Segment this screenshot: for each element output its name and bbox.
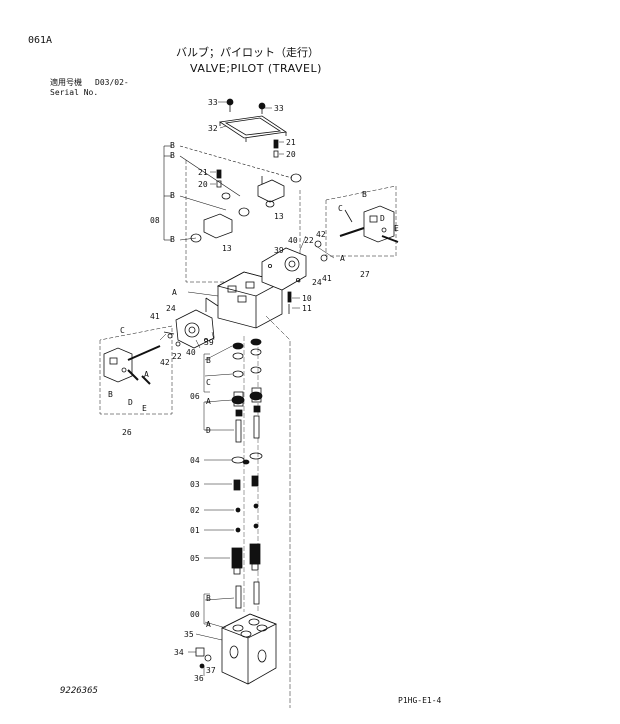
callout-13: 13 <box>222 244 232 253</box>
callout-02: 02 <box>190 506 200 515</box>
group-08-bracket <box>163 145 293 241</box>
callout-b: B <box>170 151 175 160</box>
callout-21: 21 <box>286 138 296 147</box>
label-brackets <box>203 353 210 625</box>
title-japanese: バルブ；パイロット（走行） <box>176 46 319 59</box>
spacers-02 <box>235 503 259 513</box>
leader-lines <box>159 101 335 676</box>
springs-03 <box>233 475 259 491</box>
side-cover-39-left <box>163 309 215 349</box>
callout-41: 41 <box>150 312 160 321</box>
callout-d: D <box>206 426 211 435</box>
callout-33: 33 <box>274 104 284 113</box>
callout-b: B <box>170 191 175 200</box>
reference-code: P1HG-E1-4 <box>398 696 442 705</box>
callout-42: 42 <box>160 358 170 367</box>
serial-label: Serial No. <box>50 88 99 97</box>
callout-c: C <box>206 378 211 387</box>
page-code: 061A <box>28 35 53 46</box>
callout-27: 27 <box>360 270 370 279</box>
callout-40: 40 <box>288 236 298 245</box>
callout-d: D <box>128 398 133 407</box>
callout-b: B <box>206 356 211 365</box>
callout-41: 41 <box>322 274 332 283</box>
callout-a: A <box>144 370 149 379</box>
part-stack-06 <box>231 338 263 443</box>
spacers-01 <box>235 523 259 533</box>
callout-01: 01 <box>190 526 200 535</box>
callout-26: 26 <box>122 428 132 437</box>
applicable-value: D03/02- <box>95 78 129 87</box>
plug-34-37 <box>195 647 212 669</box>
callout-b: B <box>170 141 175 150</box>
callout-b: B <box>206 594 211 603</box>
cover-plate-32 <box>218 115 288 142</box>
callout-22: 22 <box>172 352 182 361</box>
pin-21-20-right <box>273 139 279 158</box>
side-cover-39-right <box>261 247 307 291</box>
callout-13: 13 <box>274 212 284 221</box>
callout-c: C <box>338 204 343 213</box>
callout-05: 05 <box>190 554 200 563</box>
callout-d: D <box>380 214 385 223</box>
callout-39: 39 <box>204 338 214 347</box>
callout-20: 20 <box>198 180 208 189</box>
spools-00 <box>235 581 260 609</box>
bracket-27 <box>314 205 399 262</box>
callout-b: B <box>170 235 175 244</box>
drawing-number: 9226365 <box>60 686 98 696</box>
callout-39: 39 <box>274 246 284 255</box>
callout-24: 24 <box>312 278 322 287</box>
callout-08: 08 <box>150 216 160 225</box>
washers-04 <box>231 452 263 465</box>
pin-21-20-left <box>216 169 222 188</box>
screw-33-right <box>258 102 266 114</box>
callout-32: 32 <box>208 124 218 133</box>
callout-20: 20 <box>286 150 296 159</box>
cam-13-upper <box>257 173 302 208</box>
callout-a: A <box>206 620 211 629</box>
callout-40: 40 <box>186 348 196 357</box>
callout-a: A <box>206 397 211 406</box>
callout-c: C <box>120 326 125 335</box>
callout-11: 11 <box>302 304 312 313</box>
callout-37: 37 <box>206 666 216 675</box>
callout-b: B <box>108 390 113 399</box>
valve-housing <box>205 271 284 329</box>
callout-42: 42 <box>316 230 326 239</box>
callout-34: 34 <box>174 648 184 657</box>
bolt-10-11 <box>287 291 292 314</box>
springs-05 <box>231 543 261 575</box>
bracket-26 <box>103 345 161 385</box>
callout-24: 24 <box>166 304 176 313</box>
callout-06: 06 <box>190 392 200 401</box>
callout-e: E <box>142 404 147 413</box>
callout-21: 21 <box>198 168 208 177</box>
callout-b: B <box>362 190 367 199</box>
callout-03: 03 <box>190 480 200 489</box>
screw-33-left <box>226 98 234 112</box>
callout-e: E <box>394 224 399 233</box>
callout-10: 10 <box>302 294 312 303</box>
callout-35: 35 <box>184 630 194 639</box>
title-english: VALVE;PILOT (TRAVEL) <box>190 62 322 75</box>
callout-a: A <box>340 254 345 263</box>
cam-13-lower <box>190 192 250 243</box>
applicable-label: 適用号機 <box>50 78 82 87</box>
callout-22: 22 <box>304 236 314 245</box>
valve-casing-lower <box>221 613 277 685</box>
callout-04: 04 <box>190 456 200 465</box>
callout-a: A <box>172 288 177 297</box>
callout-36: 36 <box>194 674 204 683</box>
callout-33: 33 <box>208 98 218 107</box>
callout-00: 00 <box>190 610 200 619</box>
